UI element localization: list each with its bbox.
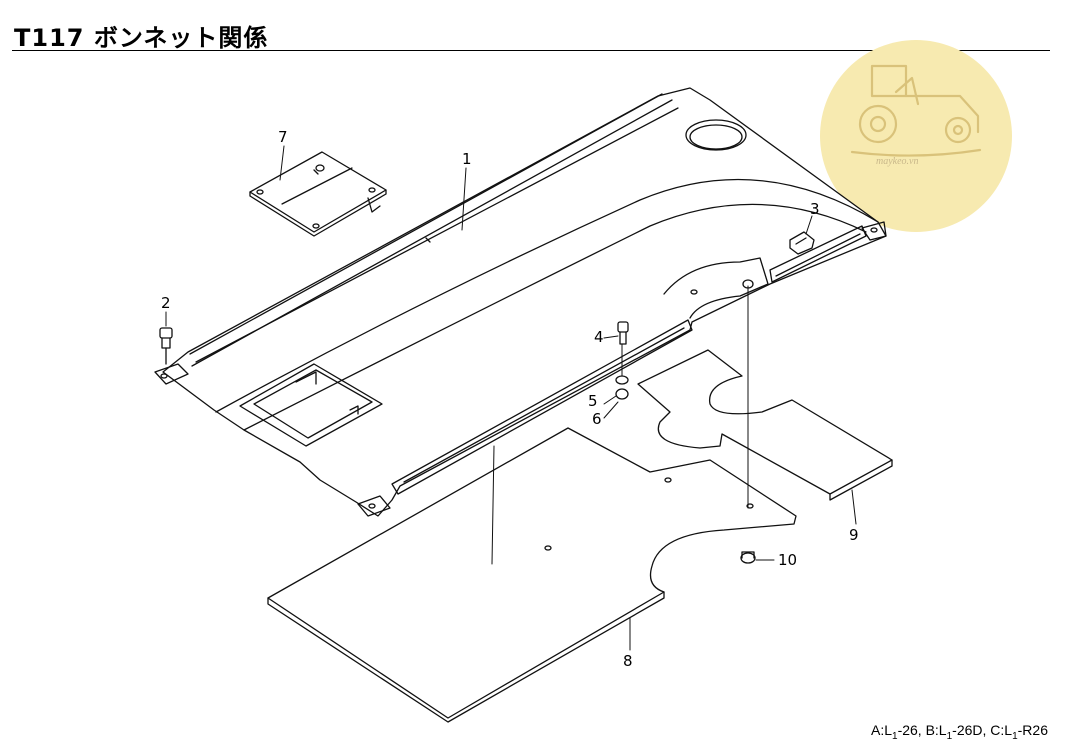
page-title: T117 ボンネット関係	[14, 24, 269, 52]
watermark-text: maykeo.vn	[876, 156, 919, 167]
part-bonnet-panel	[154, 87, 887, 517]
part-clip-3	[789, 231, 815, 255]
part-cover-plate	[249, 151, 387, 237]
callout-1: 1	[462, 150, 472, 168]
title-underline	[12, 50, 1050, 51]
callout-6: 6	[592, 410, 602, 428]
part-washer-nut	[615, 375, 629, 400]
callout-5: 5	[588, 392, 598, 410]
part-bolt-2	[159, 327, 173, 365]
callout-7: 7	[278, 128, 288, 146]
part-floor-mat-large	[267, 427, 797, 723]
part-bolt-4	[617, 321, 629, 345]
callout-4: 4	[594, 328, 604, 346]
watermark-logo	[820, 40, 1012, 232]
model-applicability-note: A:L1-26, B:L1-26D, C:L1-R26	[870, 722, 1048, 742]
callout-9: 9	[849, 526, 859, 544]
part-nut-10	[740, 551, 756, 564]
callout-3: 3	[810, 200, 820, 218]
callout-8: 8	[623, 652, 633, 670]
part-floor-mat-small	[637, 349, 893, 501]
callout-10: 10	[778, 551, 798, 569]
callout-2: 2	[161, 294, 171, 312]
leader-lines	[165, 145, 857, 651]
